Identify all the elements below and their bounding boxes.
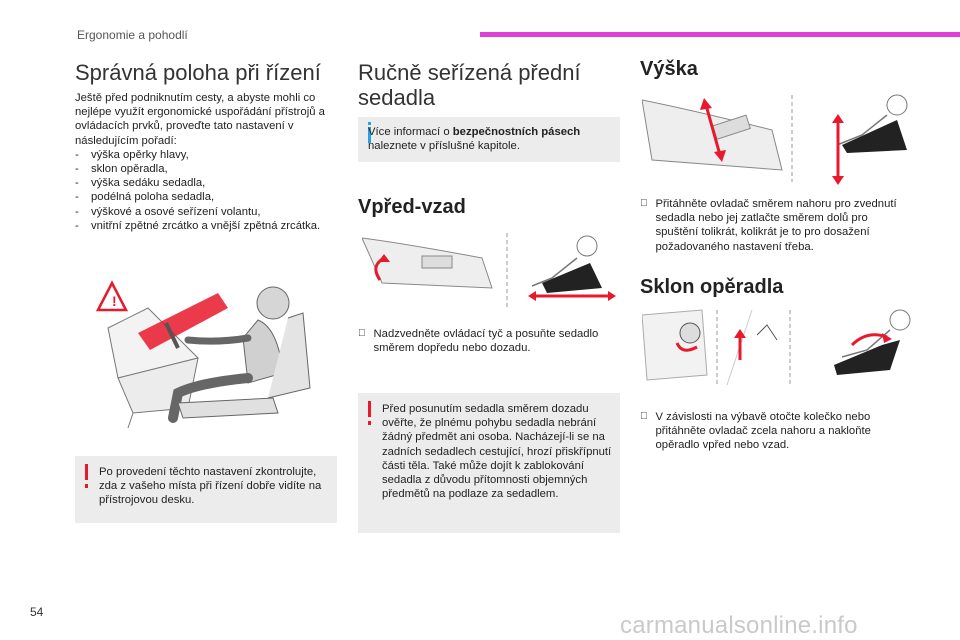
driving-position-text: Ještě před podniknutím cesty, a abyste m… — [75, 91, 337, 233]
driver-posture-illustration: ! — [95, 280, 311, 429]
watermark: carmanualsonline.info — [620, 612, 858, 639]
page-number: 54 — [30, 605, 44, 619]
rearward-move-warning: Před posunutím sedadla směrem dozadu ově… — [358, 393, 620, 533]
list-item: vnitřní zpětné zrcátko a vnější zpětná z… — [75, 219, 337, 233]
list-item: podélná poloha sedadla, — [75, 190, 337, 204]
seatbelt-info-note: Více informací o bezpečnostních pásech n… — [358, 117, 620, 162]
list-item: sklon opěradla, — [75, 162, 337, 176]
backrest-heading: Sklon opěradla — [640, 276, 784, 298]
backrest-recline-illustration — [642, 309, 911, 387]
warning-text: Před posunutím sedadla směrem dozadu ově… — [382, 403, 612, 501]
bullet-marker-icon:  — [640, 410, 648, 453]
info-text: Více informací o bezpečnostních pásech n… — [368, 126, 581, 153]
height-illustration — [642, 94, 908, 185]
fore-aft-illustration — [362, 233, 616, 308]
instruction-text: V závislosti na výbavě otočte kolečko ne… — [648, 411, 871, 452]
bullet-marker-icon:  — [358, 327, 366, 355]
height-instruction:  Přitáhněte ovladač směrem nahoru pro z… — [640, 197, 902, 254]
svg-text:!: ! — [112, 293, 117, 309]
dashboard-visibility-warning: Po provedení těchto nastavení zkontroluj… — [75, 456, 337, 523]
list-item: výška opěrky hlavy, — [75, 148, 337, 162]
backrest-instruction:  V závislosti na výbavě otočte kolečko … — [640, 410, 902, 453]
info-icon — [368, 122, 371, 143]
list-item: výškové a osové seřízení volantu, — [75, 205, 337, 219]
instruction-text: Přitáhněte ovladač směrem nahoru pro zve… — [648, 198, 897, 253]
warning-icon — [368, 401, 371, 425]
adjustment-order-list: výška opěrky hlavy, sklon opěradla, výšk… — [75, 148, 337, 233]
section-header: Ergonomie a pohodlí — [77, 28, 188, 42]
bullet-marker-icon:  — [640, 197, 648, 254]
intro-paragraph: Ještě před podniknutím cesty, a abyste m… — [75, 92, 325, 147]
fore-aft-instruction:  Nadzvedněte ovládací tyč a posuňte sed… — [358, 327, 620, 355]
warning-icon — [85, 464, 88, 488]
warning-text: Po provedení těchto nastavení zkontroluj… — [99, 466, 322, 507]
instruction-text: Nadzvedněte ovládací tyč a posuňte sedad… — [366, 328, 599, 355]
height-heading: Výška — [640, 58, 698, 80]
fore-aft-heading: Vpřed-vzad — [358, 196, 466, 218]
manual-seats-title: Ručně seřízená přední sedadla — [358, 60, 581, 111]
list-item: výška sedáku sedadla, — [75, 176, 337, 190]
header-accent-bar — [480, 32, 960, 37]
driving-position-title: Správná poloha při řízení — [75, 60, 321, 85]
